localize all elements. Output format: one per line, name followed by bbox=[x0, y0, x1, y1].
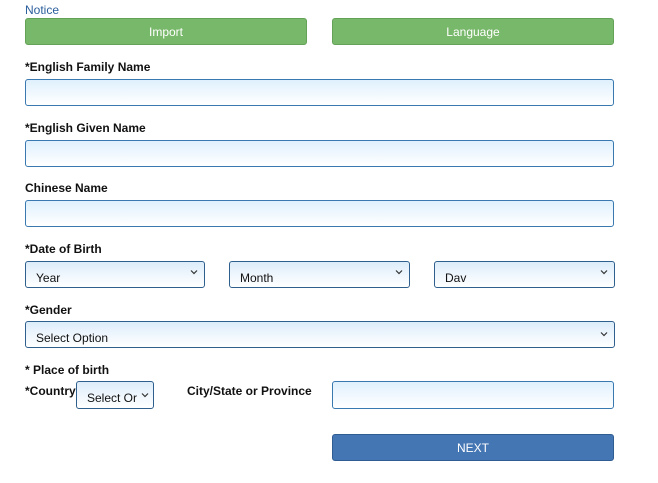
chevron-down-icon bbox=[141, 393, 149, 398]
gender-value: Select Option bbox=[36, 331, 109, 345]
language-button[interactable]: Language bbox=[332, 18, 614, 45]
import-button[interactable]: Import bbox=[25, 18, 307, 45]
country-label: *Country bbox=[25, 384, 76, 398]
city-field[interactable] bbox=[332, 381, 614, 409]
family-name-field[interactable] bbox=[25, 79, 614, 106]
dob-day-value: Dav bbox=[445, 271, 467, 285]
place-of-birth-label: * Place of birth bbox=[25, 363, 110, 377]
dob-year-value: Year bbox=[36, 271, 61, 285]
dob-month-select[interactable]: Month bbox=[229, 261, 410, 288]
chevron-down-icon bbox=[190, 270, 198, 275]
chinese-name-field[interactable] bbox=[25, 200, 614, 227]
gender-select[interactable]: Select Option bbox=[25, 321, 615, 348]
dob-label: *Date of Birth bbox=[25, 242, 102, 256]
chevron-down-icon bbox=[395, 270, 403, 275]
notice-link[interactable]: Notice bbox=[25, 3, 60, 17]
chinese-name-label: Chinese Name bbox=[25, 181, 108, 195]
given-name-label: *English Given Name bbox=[25, 121, 146, 135]
given-name-field[interactable] bbox=[25, 140, 614, 167]
chevron-down-icon bbox=[600, 332, 608, 337]
country-value: Select Or bbox=[87, 391, 138, 405]
country-select[interactable]: Select Or bbox=[76, 381, 154, 409]
dob-year-select[interactable]: Year bbox=[25, 261, 205, 288]
city-label: City/State or Province bbox=[187, 384, 312, 398]
next-button[interactable]: NEXT bbox=[332, 434, 614, 461]
gender-label: *Gender bbox=[25, 303, 72, 317]
dob-month-value: Month bbox=[240, 271, 274, 285]
dob-day-select[interactable]: Dav bbox=[434, 261, 615, 288]
family-name-label: *English Family Name bbox=[25, 60, 151, 74]
chevron-down-icon bbox=[600, 270, 608, 275]
